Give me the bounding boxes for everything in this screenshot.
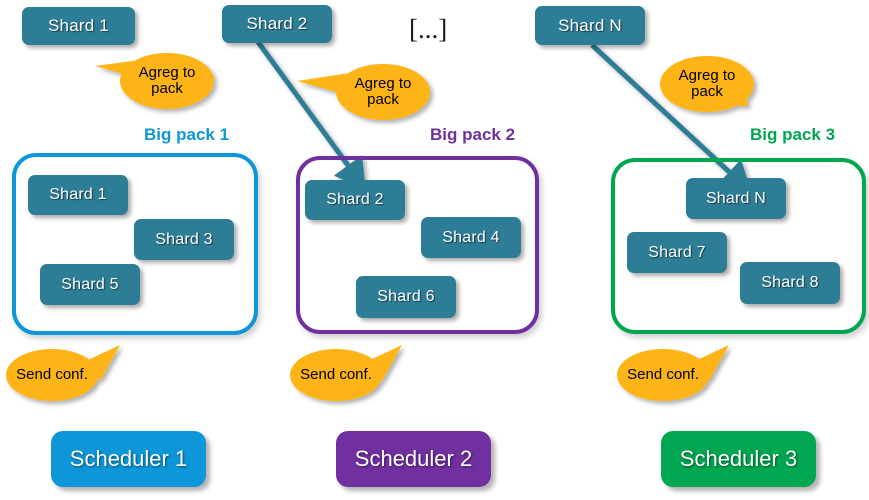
agreg-callout-2[interactable] bbox=[297, 64, 430, 120]
top-shard-2[interactable]: Shard 2 bbox=[222, 5, 332, 43]
scheduler-3[interactable]: Scheduler 3 bbox=[661, 431, 816, 487]
arrow-shard2-to-pack2 bbox=[255, 40, 366, 190]
arrow-shardn-to-pack3 bbox=[590, 43, 752, 193]
pack2-shard-4[interactable]: Shard 4 bbox=[421, 217, 521, 258]
big-pack-1-label: Big pack 1 bbox=[144, 125, 230, 144]
pack1-shard-5[interactable]: Shard 5 bbox=[40, 264, 140, 305]
send-conf-callout-1[interactable] bbox=[6, 345, 120, 401]
send-conf-callout-2[interactable] bbox=[290, 345, 402, 401]
big-pack-3-label: Big pack 3 bbox=[750, 125, 836, 144]
scheduler-1[interactable]: Scheduler 1 bbox=[51, 431, 206, 487]
top-shard-1[interactable]: Shard 1 bbox=[22, 7, 135, 45]
pack3-shard-n[interactable]: Shard N bbox=[686, 178, 786, 219]
pack3-shard-7[interactable]: Shard 7 bbox=[627, 232, 727, 273]
scheduler-2[interactable]: Scheduler 2 bbox=[336, 431, 491, 487]
top-shard-n[interactable]: Shard N bbox=[535, 6, 645, 45]
pack2-shard-6[interactable]: Shard 6 bbox=[356, 276, 456, 318]
ellipsis-marker: [...] bbox=[409, 14, 448, 44]
agreg-callout-1[interactable] bbox=[95, 53, 214, 109]
send-conf-callout-3[interactable] bbox=[617, 345, 729, 401]
big-pack-2-container[interactable] bbox=[296, 156, 539, 334]
agreg-callout-3[interactable] bbox=[660, 56, 754, 112]
pack2-shard-2[interactable]: Shard 2 bbox=[305, 180, 405, 220]
big-pack-2-label: Big pack 2 bbox=[430, 125, 516, 144]
pack1-shard-3[interactable]: Shard 3 bbox=[134, 219, 234, 260]
pack1-shard-1[interactable]: Shard 1 bbox=[28, 175, 128, 215]
pack3-shard-8[interactable]: Shard 8 bbox=[740, 262, 840, 304]
big-pack-1-container[interactable] bbox=[12, 153, 258, 335]
